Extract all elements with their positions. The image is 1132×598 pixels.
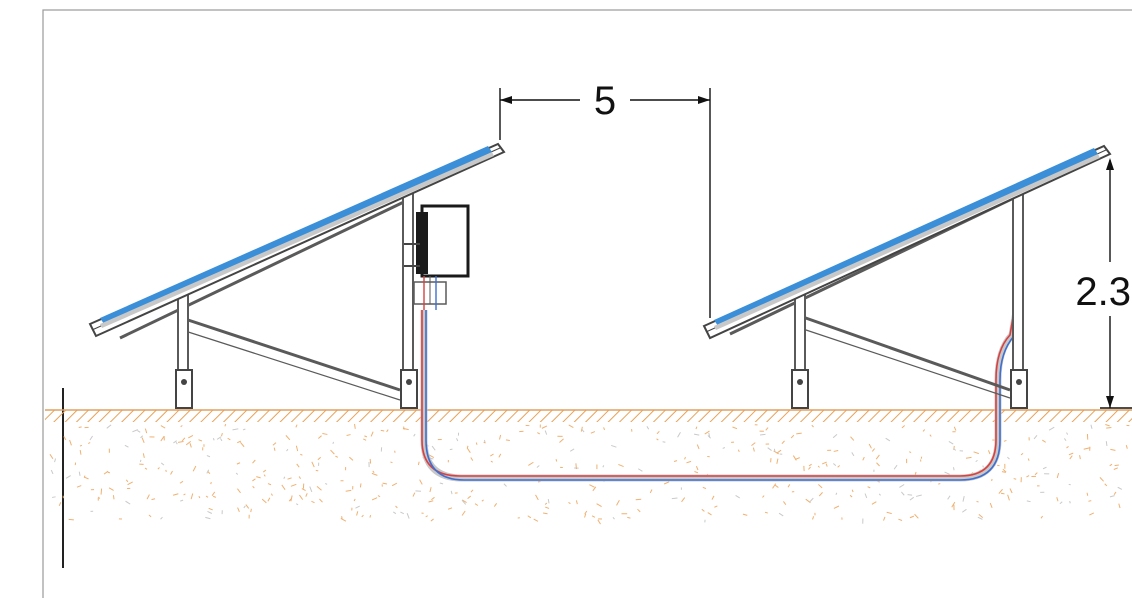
solar-panel-array-right: [702, 144, 1112, 409]
underground-cable: [420, 200, 1022, 482]
height-label: 2.3: [1075, 270, 1131, 314]
ground: [45, 409, 1132, 525]
inverter-box: [404, 204, 470, 310]
spacing-dimension: 5: [499, 79, 711, 318]
height-dimension: 2.3: [1075, 158, 1132, 409]
spacing-label: 5: [594, 79, 616, 123]
drawing-frame: [42, 9, 1132, 598]
solar-panel-array-left: [88, 142, 506, 409]
